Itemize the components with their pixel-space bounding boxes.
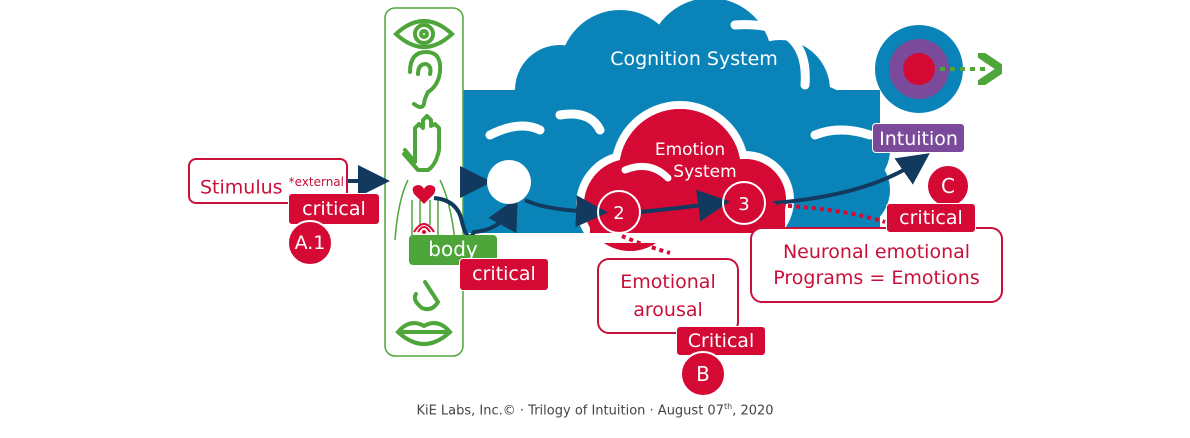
programs-line1: Neuronal emotional [782, 241, 971, 263]
hand-icon [402, 114, 441, 172]
step2-label: 2 [613, 203, 624, 224]
dotted-step3-to-programs [771, 203, 886, 224]
arrow-step3-to-intuition [773, 153, 930, 205]
arrow-step2-to-step3 [639, 189, 730, 222]
arousal-box: Emotional arousal [597, 258, 739, 334]
footer-suffix: , 2020 [732, 403, 774, 419]
programs-box: Neuronal emotional Programs = Emotions [750, 227, 1003, 303]
eye-icon [393, 19, 455, 49]
stimulus-label: Stimulus [200, 176, 283, 199]
emotion-label-line1: Emotion [655, 140, 725, 160]
ear-icon [408, 49, 443, 109]
arousal-badge-b: B [680, 351, 726, 397]
intuition-target-icon [875, 25, 963, 113]
body-critical-tag: critical [459, 258, 549, 291]
programs-line2: Programs = Emotions [773, 267, 980, 289]
cloud-highlights [485, 20, 875, 140]
step2-node [597, 190, 641, 234]
intuition-tag: Intuition [872, 123, 965, 153]
arousal-line1: Emotional [620, 271, 716, 293]
cognition-label: Cognition System [610, 48, 778, 70]
arousal-critical-tag: Critical [676, 326, 766, 356]
arrow-node-to-step2 [524, 195, 608, 228]
arousal-line2: arousal [633, 299, 703, 321]
footer-credit: KiE Labs, Inc.© · Trilogy of Intuition ·… [0, 402, 1190, 418]
dotted-step2-to-arousal [621, 234, 671, 255]
stimulus-critical-tag: critical [288, 193, 380, 225]
emotion-label-line2: System [673, 162, 736, 182]
flow-arrows [348, 153, 930, 239]
stimulus-badge-a1: A.1 [287, 220, 333, 266]
stimulus-superscript: *external [288, 175, 344, 189]
intuition-critical-tag-overlay: critical [886, 203, 976, 233]
input-node [487, 160, 531, 204]
step3-label: 3 [738, 194, 749, 215]
body-heart-icon [394, 179, 456, 241]
lips-icon [395, 321, 453, 346]
footer-prefix: KiE Labs, Inc.© · Trilogy of Intuition ·… [416, 403, 724, 419]
step3-node [722, 181, 766, 225]
intuition-badge-c: C [926, 164, 970, 208]
footer-sup: th [723, 402, 733, 411]
senses-panel [384, 7, 464, 357]
nose-icon [412, 280, 441, 312]
